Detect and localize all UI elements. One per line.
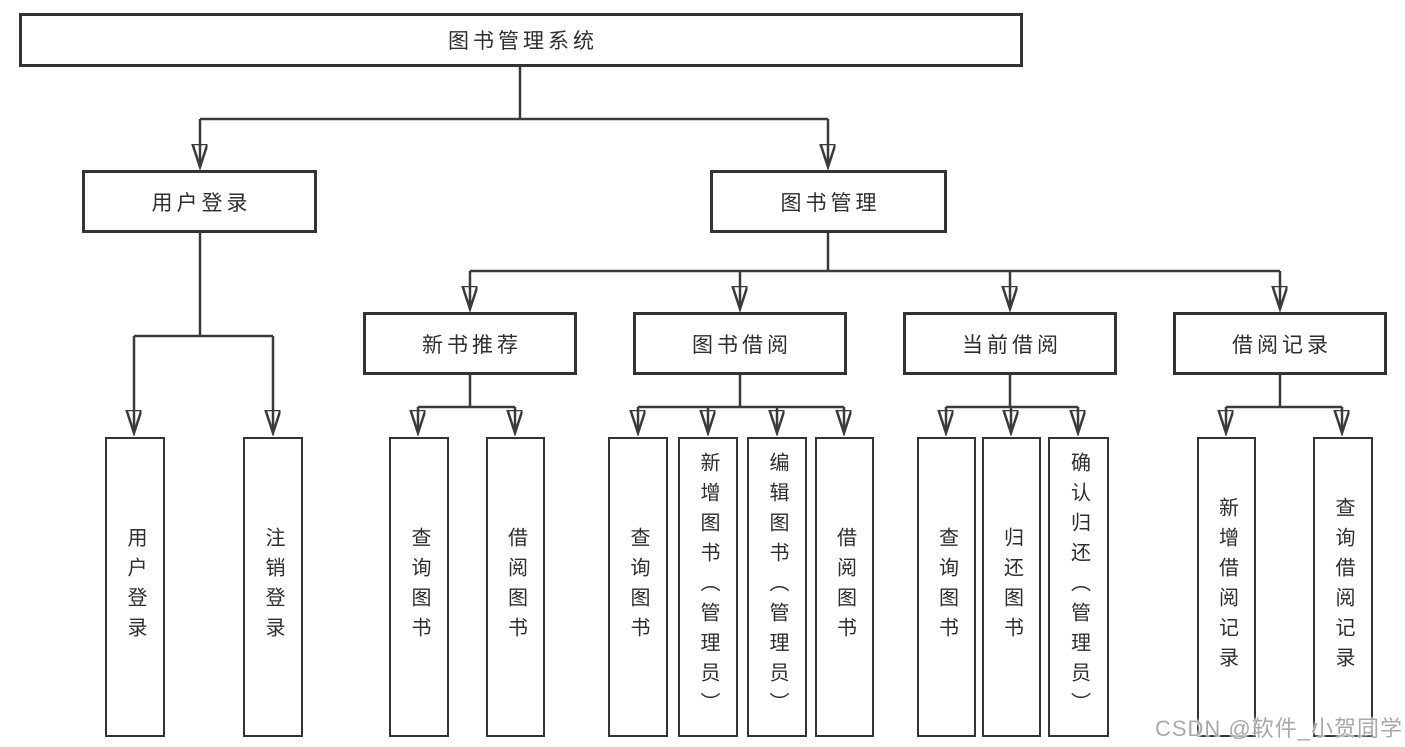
csdn-watermark: CSDN @软件_小贺同学: [1154, 716, 1403, 741]
node-label: 图书管理系统: [448, 30, 598, 53]
node-label: 用户登录: [124, 527, 146, 647]
node-label: 注销登录: [262, 527, 284, 647]
node-leaf-borrow-book-recommend: 借阅图书: [486, 437, 545, 737]
node-label: 图书借阅: [692, 333, 792, 357]
node-leaf-query-current-book: 查询图书: [917, 437, 976, 737]
node-leaf-query-book: 查询图书: [608, 437, 668, 737]
node-label: 图书管理: [780, 191, 881, 215]
node-label: 编辑图书（管理员）: [766, 452, 788, 722]
node-label: 归还图书: [1000, 527, 1023, 647]
node-label: 当前借阅: [962, 333, 1062, 357]
node-library-management-system: 图书管理系统: [19, 13, 1023, 67]
node-label: 借阅图书: [504, 527, 527, 647]
node-current-borrow: 当前借阅: [903, 312, 1117, 375]
node-label: 新增图书（管理员）: [697, 452, 719, 722]
node-leaf-query-borrow-record: 查询借阅记录: [1313, 437, 1373, 737]
node-label: 用户登录: [151, 191, 252, 215]
node-label: 查询图书: [627, 527, 649, 647]
node-label: 查询借阅记录: [1332, 497, 1354, 677]
node-leaf-borrow-book: 借阅图书: [815, 437, 874, 737]
node-leaf-logout: 注销登录: [243, 437, 303, 737]
node-label: 查询图书: [408, 527, 430, 647]
node-leaf-add-book-admin: 新增图书（管理员）: [678, 437, 738, 737]
node-leaf-query-book-recommend: 查询图书: [389, 437, 449, 737]
node-leaf-add-borrow-record: 新增借阅记录: [1197, 437, 1256, 737]
node-label: 查询图书: [935, 527, 958, 647]
node-leaf-user-login: 用户登录: [105, 437, 165, 737]
node-leaf-return-book: 归还图书: [982, 437, 1041, 737]
node-leaf-edit-book-admin: 编辑图书（管理员）: [747, 437, 807, 737]
node-leaf-confirm-return-admin: 确认归还（管理员）: [1048, 437, 1109, 737]
node-book-borrow: 图书借阅: [633, 312, 847, 375]
node-label: 借阅图书: [833, 527, 856, 647]
node-label: 新增借阅记录: [1215, 497, 1238, 677]
node-label: 确认归还（管理员）: [1067, 452, 1090, 722]
node-user-login: 用户登录: [82, 170, 317, 233]
node-label: 新书推荐: [422, 333, 522, 357]
node-new-book-recommend: 新书推荐: [363, 312, 577, 375]
node-label: 借阅记录: [1232, 333, 1332, 357]
node-book-management: 图书管理: [710, 170, 947, 233]
node-borrow-record: 借阅记录: [1173, 312, 1387, 375]
